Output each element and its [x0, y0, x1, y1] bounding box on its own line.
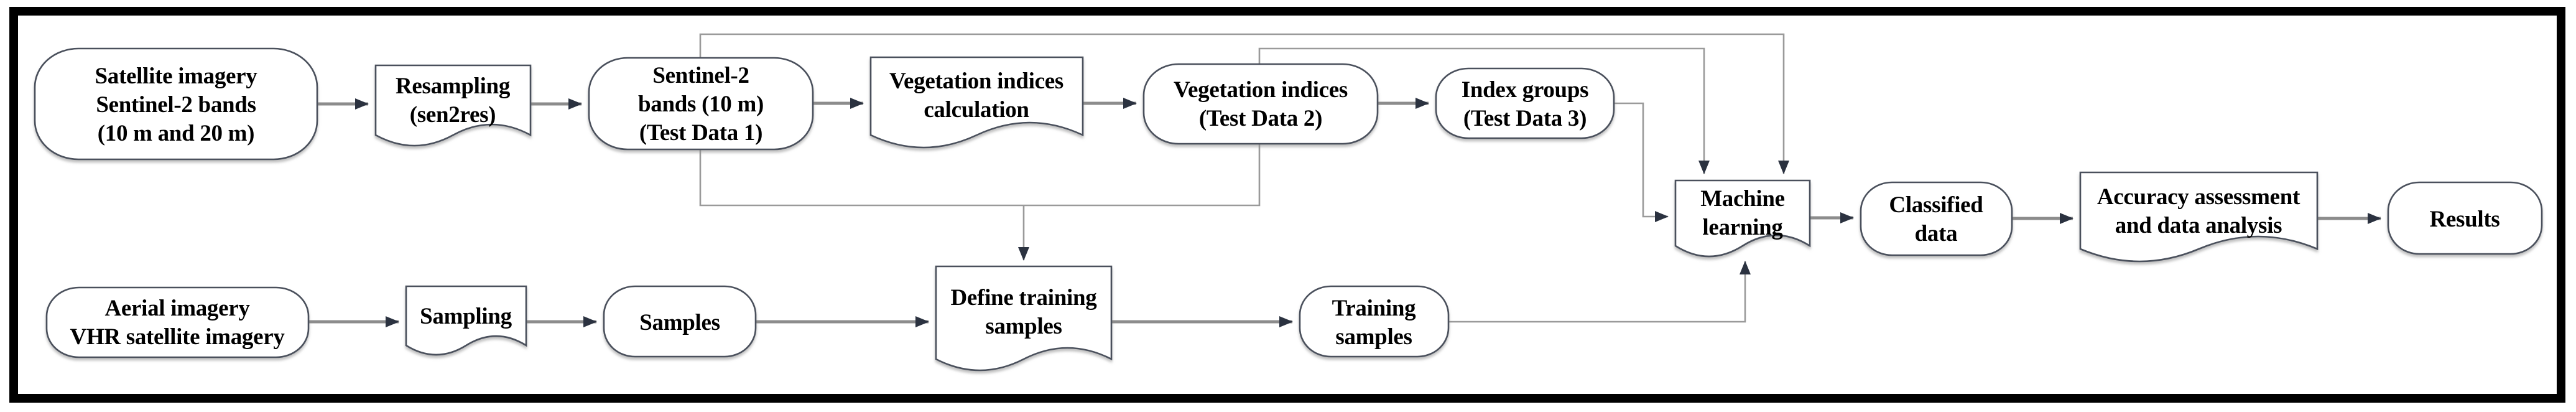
- node-label-line: samples: [985, 314, 1062, 339]
- node-vegetation-indices-calculation: Vegetation indices calculation: [869, 56, 1084, 149]
- node-index-groups: Index groups (Test Data 3): [1435, 67, 1615, 139]
- node-label-line: Define training: [951, 285, 1098, 311]
- node-label-line: Machine: [1700, 186, 1785, 212]
- node-label-line: VHR satellite imagery: [70, 324, 285, 350]
- node-label-line: Training: [1332, 296, 1416, 321]
- node-label-line: calculation: [924, 97, 1029, 123]
- node-results: Results: [2387, 181, 2543, 255]
- node-label-line: learning: [1702, 215, 1783, 240]
- node-label-line: Aerial imagery: [104, 296, 250, 321]
- node-label-line: Resampling: [396, 73, 511, 99]
- node-label-line: Sentinel-2 bands: [96, 92, 256, 118]
- node-label-line: (Test Data 2): [1199, 106, 1322, 131]
- document-shape: [405, 285, 527, 356]
- node-accuracy-assessment: Accuracy assessment and data analysis: [2079, 171, 2319, 263]
- node-classified-data: Classified data: [1860, 181, 2013, 256]
- node-label-line: Vegetation indices: [1174, 77, 1348, 103]
- stadium-shape: [1435, 67, 1615, 139]
- node-label-line: Samples: [639, 310, 720, 335]
- node-machine-learning: Machine learning: [1674, 179, 1811, 258]
- node-label-line: Satellite imagery: [95, 63, 257, 89]
- stadium-shape: [1142, 63, 1379, 145]
- node-label-line: (sen2res): [410, 102, 496, 128]
- node-label-line: and data analysis: [2115, 213, 2282, 238]
- node-samples: Samples: [603, 285, 757, 358]
- node-resampling: Resampling (sen2res): [374, 64, 532, 147]
- figure-border: [9, 7, 2565, 403]
- node-label-line: Index groups: [1462, 77, 1588, 103]
- node-label-line: Sentinel-2: [652, 63, 749, 88]
- connector-vegindices-td2-to-machine-learning-top: [1258, 47, 1710, 174]
- node-label-line: bands (10 m): [638, 91, 764, 117]
- stadium-shape: [603, 285, 757, 358]
- stadium-shape: [1860, 181, 2013, 256]
- connectors: [308, 33, 2381, 327]
- stadium-shape: [45, 286, 310, 358]
- stadium-shape: [34, 47, 318, 161]
- node-label-line: samples: [1335, 324, 1412, 350]
- node-define-training-samples: Define training samples: [935, 265, 1113, 372]
- node-vegetation-indices-td2: Vegetation indices (Test Data 2): [1142, 63, 1379, 145]
- document-shape: [935, 265, 1113, 372]
- stadium-shape: [588, 57, 814, 151]
- node-sampling: Sampling: [405, 285, 527, 356]
- connector-sentinel2-to-machine-learning-top: [699, 33, 1789, 174]
- document-shape: [1674, 179, 1811, 258]
- node-sentinel2-bands: Sentinel-2 bands (10 m) (Test Data 1): [588, 57, 814, 151]
- connector-training-samples-to-machine-learning: [1448, 261, 1751, 323]
- node-satellite-imagery: Satellite imagery Sentinel-2 bands (10 m…: [34, 47, 318, 161]
- node-label-line: (Test Data 1): [639, 120, 762, 146]
- node-label-line: Sampling: [420, 304, 512, 329]
- node-label-line: Vegetation indices: [889, 68, 1063, 94]
- stadium-shape: [2387, 181, 2543, 255]
- node-label-line: Accuracy assessment: [2097, 184, 2300, 210]
- document-shape: [869, 56, 1084, 149]
- document-shape: [2079, 171, 2319, 263]
- node-label-line: (10 m and 20 m): [98, 121, 254, 146]
- connector-mid-rail: [699, 143, 1261, 207]
- node-aerial-imagery: Aerial imagery VHR satellite imagery: [45, 286, 310, 358]
- stadium-shape: [1299, 285, 1450, 358]
- node-label-line: data: [1915, 221, 1958, 246]
- node-training-samples: Training samples: [1299, 285, 1450, 358]
- node-label-line: (Test Data 3): [1463, 106, 1587, 131]
- node-label-line: Classified: [1889, 192, 1983, 218]
- connector-index-groups-to-machine-learning: [1614, 102, 1669, 222]
- node-label-line: Results: [2429, 207, 2500, 232]
- document-shape: [374, 64, 532, 147]
